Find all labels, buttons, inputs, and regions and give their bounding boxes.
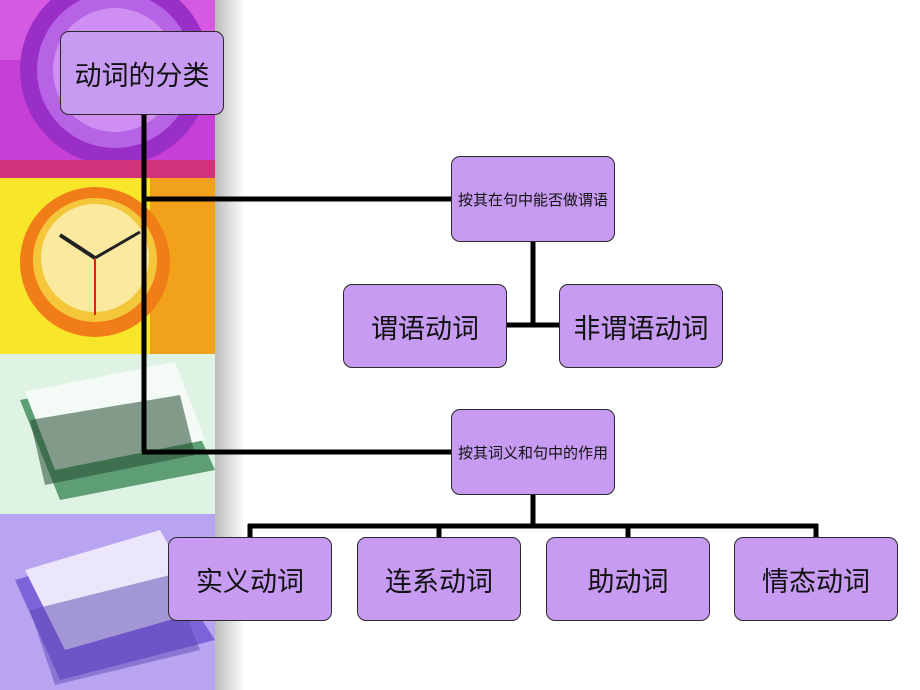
leaf-node-predicate-verb: 谓语动词 bbox=[343, 284, 507, 368]
group-node-meaning-function: 按其词义和句中的作用 bbox=[451, 409, 615, 495]
root-node: 动词的分类 bbox=[60, 31, 224, 115]
group-node-predicate: 按其在句中能否做谓语 bbox=[451, 156, 615, 242]
leaf-node-non-predicate-verb: 非谓语动词 bbox=[559, 284, 723, 368]
leaf-node-modal-verb: 情态动词 bbox=[734, 537, 898, 621]
papers-photo-green bbox=[0, 354, 215, 514]
clock-photo-orange bbox=[0, 178, 215, 354]
leaf-node-notional-verb: 实义动词 bbox=[168, 537, 332, 621]
leaf-node-linking-verb: 连系动词 bbox=[357, 537, 521, 621]
decorative-photo-strip bbox=[0, 0, 215, 690]
leaf-node-auxiliary-verb: 助动词 bbox=[546, 537, 710, 621]
